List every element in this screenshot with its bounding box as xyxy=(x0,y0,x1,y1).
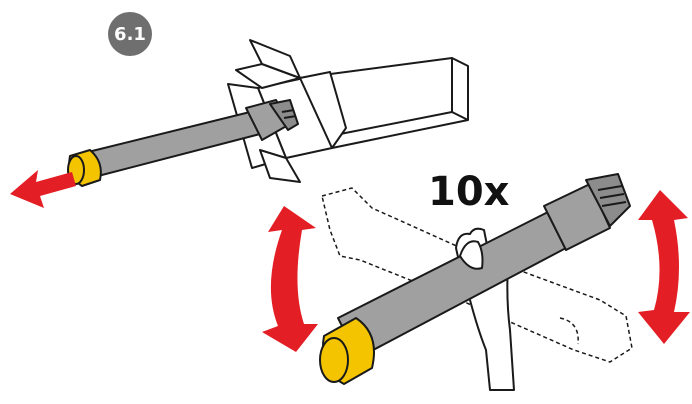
shake-arrow-left-icon xyxy=(262,206,318,352)
ghost-cartridge-outline xyxy=(321,187,633,363)
cartridge-box-icon xyxy=(227,39,469,183)
repeat-count-label: 10x xyxy=(428,169,510,215)
toner-cartridge-icon xyxy=(67,99,299,187)
hand-fingers-icon xyxy=(459,240,484,270)
shake-arrow-right-icon xyxy=(638,190,690,344)
step-number-badge: 6.1 xyxy=(108,12,152,56)
toner-cartridge-shaking-icon xyxy=(319,173,631,385)
pull-arrow-icon xyxy=(10,170,76,208)
